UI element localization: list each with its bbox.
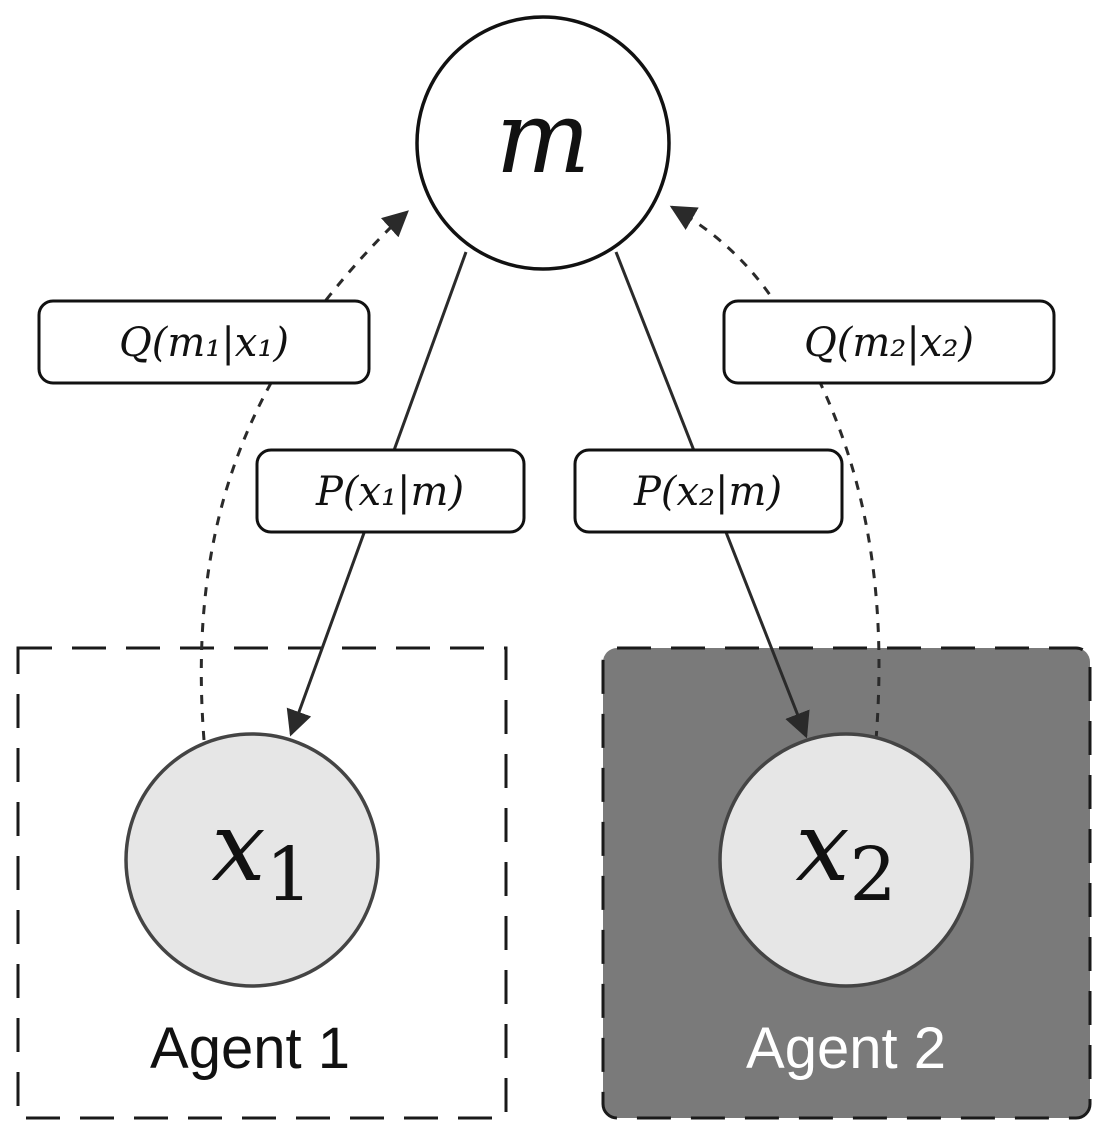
label-p-x2-m: P(x₂|m): [573, 448, 844, 534]
svg-text:x2: x2: [795, 791, 896, 918]
label-p-x2-m-text: P(x₂|m): [633, 469, 782, 515]
node-x1-label: x: [211, 791, 265, 903]
label-p-x1-m: P(x₁|m): [255, 448, 526, 534]
node-m: m: [415, 15, 671, 271]
agent1-box: [16, 646, 508, 1120]
node-x2-label: x: [795, 791, 849, 903]
agent2-label: Agent 2: [746, 1016, 946, 1081]
label-p-x1-m-text: P(x₁|m): [315, 469, 464, 515]
node-x2-subscript: 2: [850, 832, 897, 918]
label-q-m2-x2: Q(m₂|x₂): [722, 299, 1056, 385]
agent1-label: Agent 1: [150, 1016, 350, 1081]
svg-text:x1: x1: [211, 791, 312, 918]
node-x1-subscript: 1: [266, 832, 313, 918]
label-q-m1-x1-text: Q(m₁|x₁): [119, 320, 289, 366]
node-x2: x2: [718, 732, 974, 988]
label-q-m2-x2-text: Q(m₂|x₂): [804, 320, 974, 366]
label-q-m1-x1: Q(m₁|x₁): [37, 299, 371, 385]
node-x1: x1: [124, 732, 380, 988]
node-m-label: m: [496, 79, 591, 196]
